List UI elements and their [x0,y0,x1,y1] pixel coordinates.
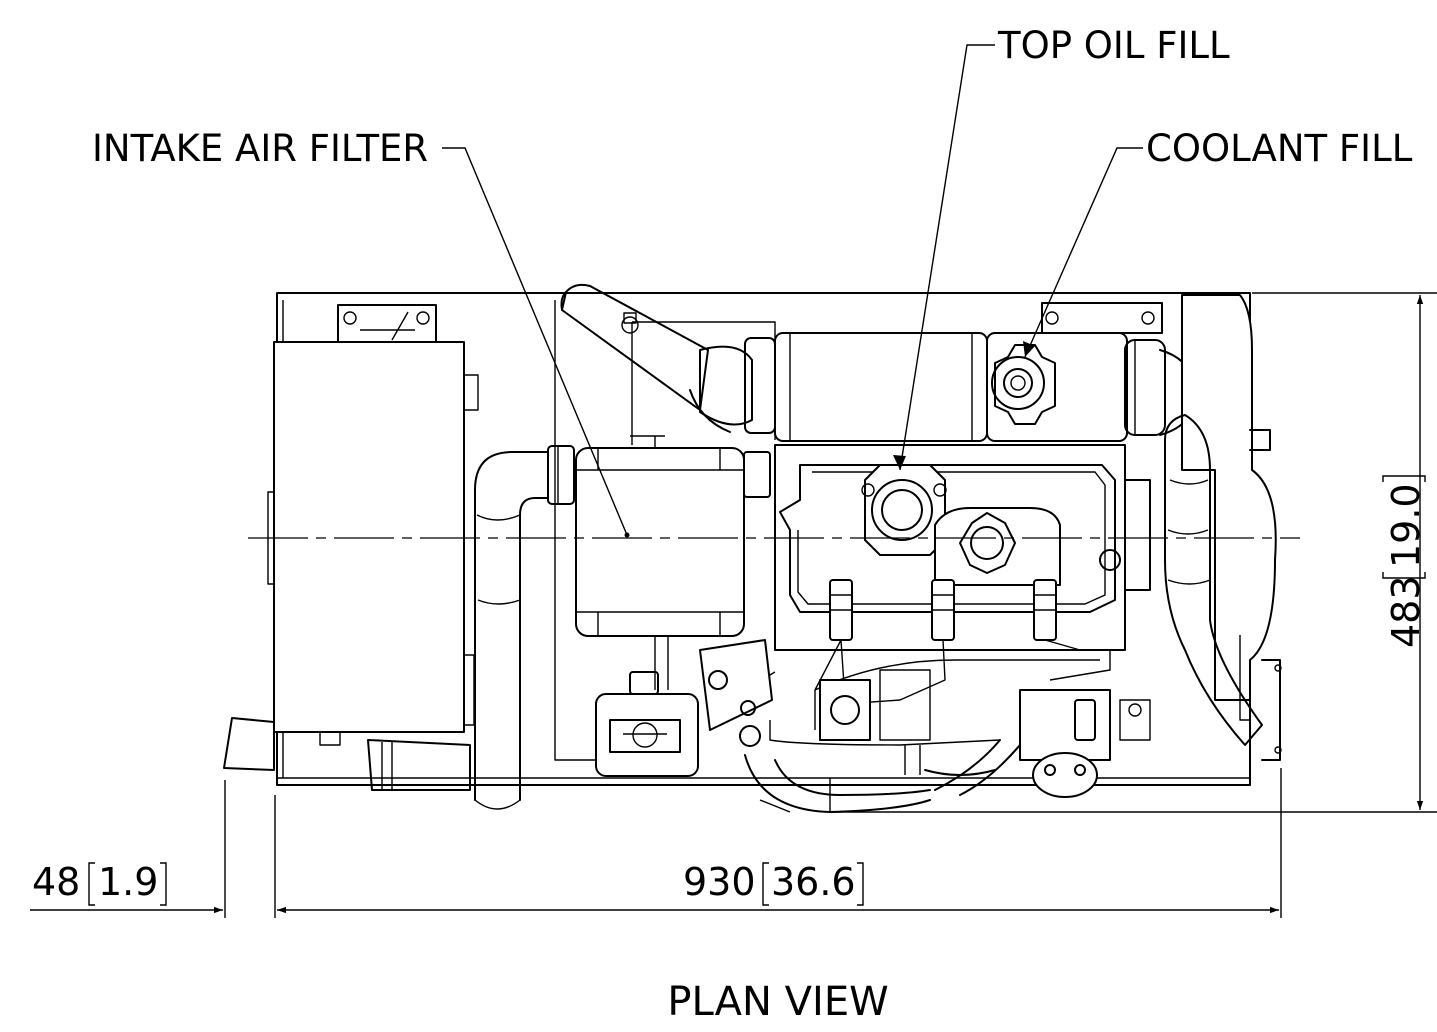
flex-hose [744,739,1021,813]
length-dimension: 930 36.6 [274,768,1282,918]
fuel-pump-housing [934,507,1121,586]
valve-cover [774,332,1196,442]
view-title: PLAN VIEW [667,979,888,1025]
heat-exchanger [223,341,479,791]
engine-block [774,444,1126,651]
offset-dimension-in: 1.9 [98,860,158,904]
lower-components [595,639,1151,798]
right-hose [1124,294,1282,761]
coolant-fill-label: COOLANT FILL [1146,127,1413,170]
offset-dimension: 48 1.9 [30,780,226,918]
callout-intake-air-filter: INTAKE AIR FILTER [92,127,628,536]
oil-filler-cap [861,464,947,556]
engine-assembly [223,283,1437,813]
injectors [829,579,1057,641]
intake-elbow [560,283,776,434]
intake-air-filter-label: INTAKE AIR FILTER [92,127,428,170]
top-oil-fill-label: TOP OIL FILL [997,24,1230,67]
offset-dimension-mm: 48 [32,860,80,904]
length-dimension-in: 36.6 [771,860,856,904]
length-dimension-mm: 930 [683,860,756,904]
callout-top-oil-fill: TOP OIL FILL [893,24,1230,471]
callout-coolant-fill: COOLANT FILL [1023,127,1413,358]
height-dimension-mm: 483 [1384,575,1428,648]
height-dimension: 483 19.0 [1252,292,1437,810]
coolant-pipe [474,445,575,810]
coolant-filler-cap [991,344,1056,425]
air-filter-body [575,435,771,695]
height-dimension-in: 19.0 [1384,483,1428,568]
